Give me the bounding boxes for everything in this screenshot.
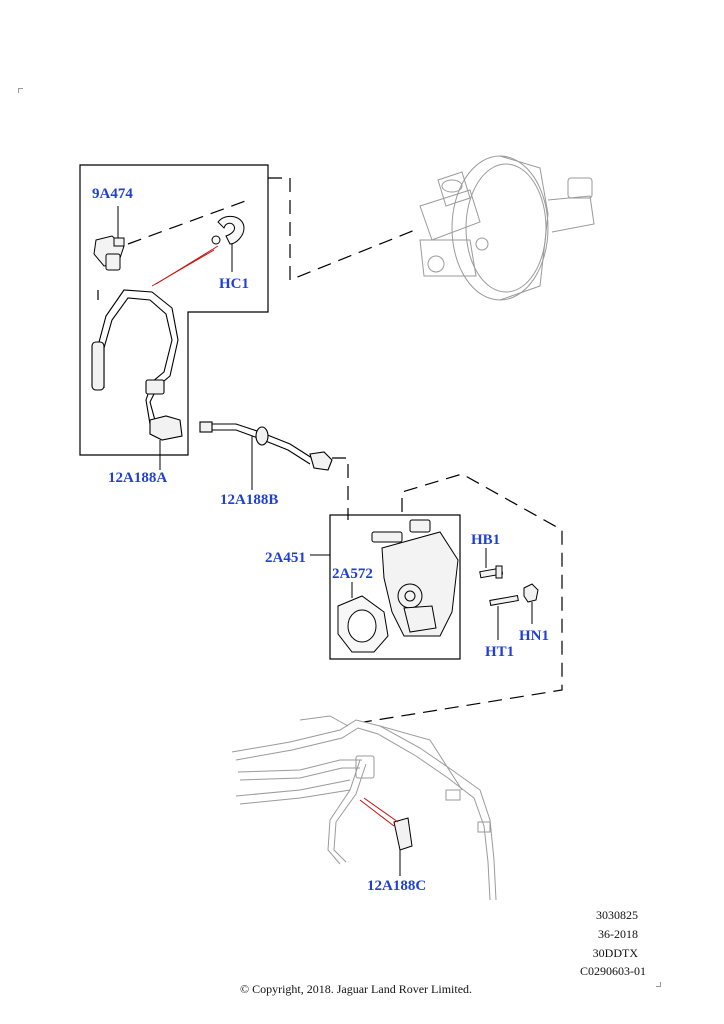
meta-line-3: 30DDTX: [592, 946, 638, 960]
harness-12A188C-assembly: [231, 715, 497, 901]
pipe-12A188B: [199, 421, 333, 471]
callout-12A188C[interactable]: 12A188C: [367, 878, 427, 894]
part-2A572-gasket: [337, 595, 389, 653]
dashed-link-pump: [363, 473, 563, 723]
frame-2A451: [329, 514, 461, 660]
callout-HC1[interactable]: HC1: [219, 276, 249, 292]
callout-HB1[interactable]: HB1: [471, 532, 501, 548]
callout-HN1[interactable]: HN1: [519, 628, 549, 644]
part-HB1-bolt: [479, 565, 504, 579]
callout-2A451[interactable]: 2A451: [265, 550, 306, 566]
meta-line-2: 36-2018: [598, 927, 638, 941]
frame-12A188A: [79, 164, 269, 456]
callout-9A474[interactable]: 9A474: [92, 186, 133, 202]
meta-line-4: C0290603-01: [580, 964, 646, 978]
part-HC1-clip: [211, 215, 245, 245]
copyright-notice: © Copyright, 2018. Jaguar Land Rover Lim…: [239, 982, 473, 996]
corner-mark-top-left: [18, 88, 23, 93]
callout-HT1[interactable]: HT1: [485, 644, 515, 660]
dashed-link-upper: [268, 177, 421, 281]
callout-12A188B[interactable]: 12A188B: [220, 492, 279, 508]
meta-line-1: 3030825: [596, 908, 638, 922]
part-HN1-nut: [523, 583, 539, 603]
callout-12A188A[interactable]: 12A188A: [108, 470, 168, 486]
part-2A451-pump: [371, 519, 459, 637]
brake-booster: [419, 155, 595, 301]
hose-12A188A: [91, 289, 183, 441]
part-HT1-stud: [489, 595, 519, 606]
callout-2A572[interactable]: 2A572: [332, 566, 373, 582]
part-12A188C: [393, 817, 413, 851]
dashed-link-mid: [332, 457, 349, 520]
part-9A474: [93, 235, 125, 271]
